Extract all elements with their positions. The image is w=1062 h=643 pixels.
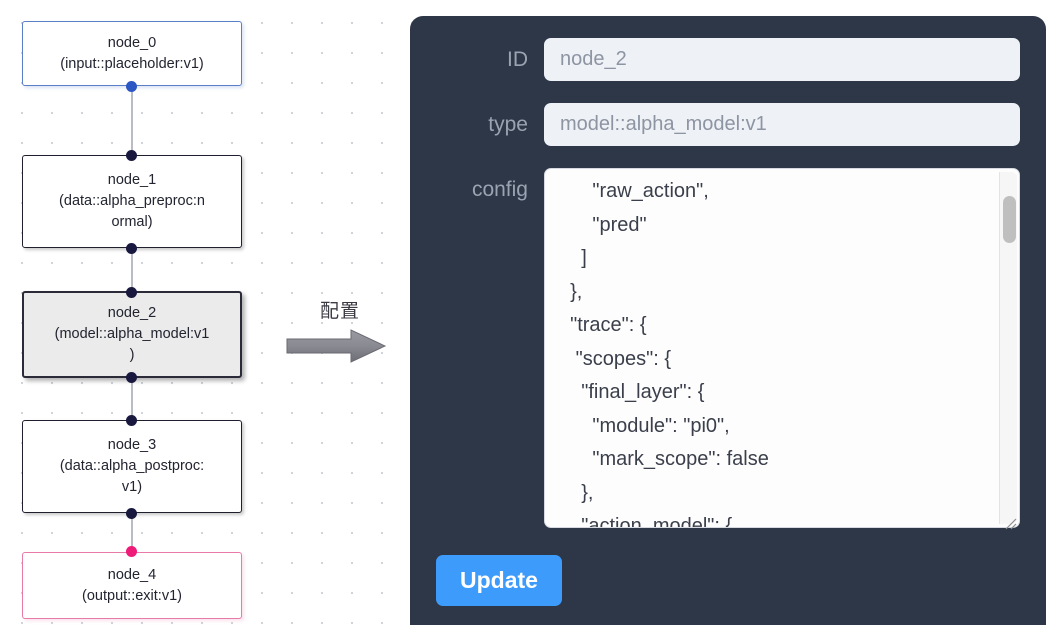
field-row-id: ID (436, 38, 1020, 81)
field-label-config: config (471, 178, 528, 201)
port-node_3-in[interactable] (126, 415, 137, 426)
field-row-config: config (436, 168, 1020, 533)
config-scrollbar-thumb[interactable] (1003, 196, 1016, 243)
transition-annotation: 配置 (285, 296, 395, 366)
flow-node-node_1[interactable]: node_1 (data::alpha_preproc:n ormal) (22, 155, 242, 248)
field-row-type: type (436, 103, 1020, 146)
flow-node-label: node_4 (output::exit:v1) (82, 566, 182, 604)
edge-node1-node2 (131, 248, 133, 296)
field-label-id: ID (507, 47, 528, 71)
edge-node3-node4 (131, 512, 133, 550)
transition-caption: 配置 (319, 300, 360, 322)
flow-node-node_3[interactable]: node_3 (data::alpha_postproc: v1) (22, 420, 242, 513)
port-node_2-out[interactable] (126, 372, 137, 383)
config-textarea[interactable] (544, 168, 1020, 528)
port-node_2-in[interactable] (126, 287, 137, 298)
port-node_4-in[interactable] (126, 546, 137, 557)
field-label-type: type (488, 112, 528, 136)
id-input[interactable] (544, 38, 1020, 81)
flow-node-label: node_0 (input::placeholder:v1) (60, 34, 204, 72)
flow-node-node_0[interactable]: node_0 (input::placeholder:v1) (22, 21, 242, 86)
node-inspector-panel: ID type config Update (410, 16, 1046, 625)
flow-node-label: node_3 (data::alpha_postproc: v1) (59, 437, 205, 495)
update-button[interactable]: Update (436, 555, 562, 606)
edge-node0-node1 (131, 84, 133, 158)
config-scrollbar[interactable] (999, 172, 1017, 524)
port-node_1-in[interactable] (126, 150, 137, 161)
edge-node2-node3 (131, 373, 133, 421)
config-textarea-wrap (544, 168, 1020, 533)
port-node_0-out[interactable] (126, 81, 137, 92)
resize-grip-icon[interactable] (1003, 516, 1017, 530)
port-node_3-out[interactable] (126, 508, 137, 519)
flow-graph[interactable]: node_0 (input::placeholder:v1) node_1 (d… (0, 0, 400, 643)
flow-node-node_4[interactable]: node_4 (output::exit:v1) (22, 552, 242, 619)
flow-node-label: node_2 (model::alpha_model:v1 ) (54, 305, 210, 363)
port-node_1-out[interactable] (126, 243, 137, 254)
flow-node-node_2[interactable]: node_2 (model::alpha_model:v1 ) (22, 291, 242, 378)
arrow-right-icon (285, 329, 395, 368)
type-input[interactable] (544, 103, 1020, 146)
flow-node-label: node_1 (data::alpha_preproc:n ormal) (59, 172, 205, 230)
